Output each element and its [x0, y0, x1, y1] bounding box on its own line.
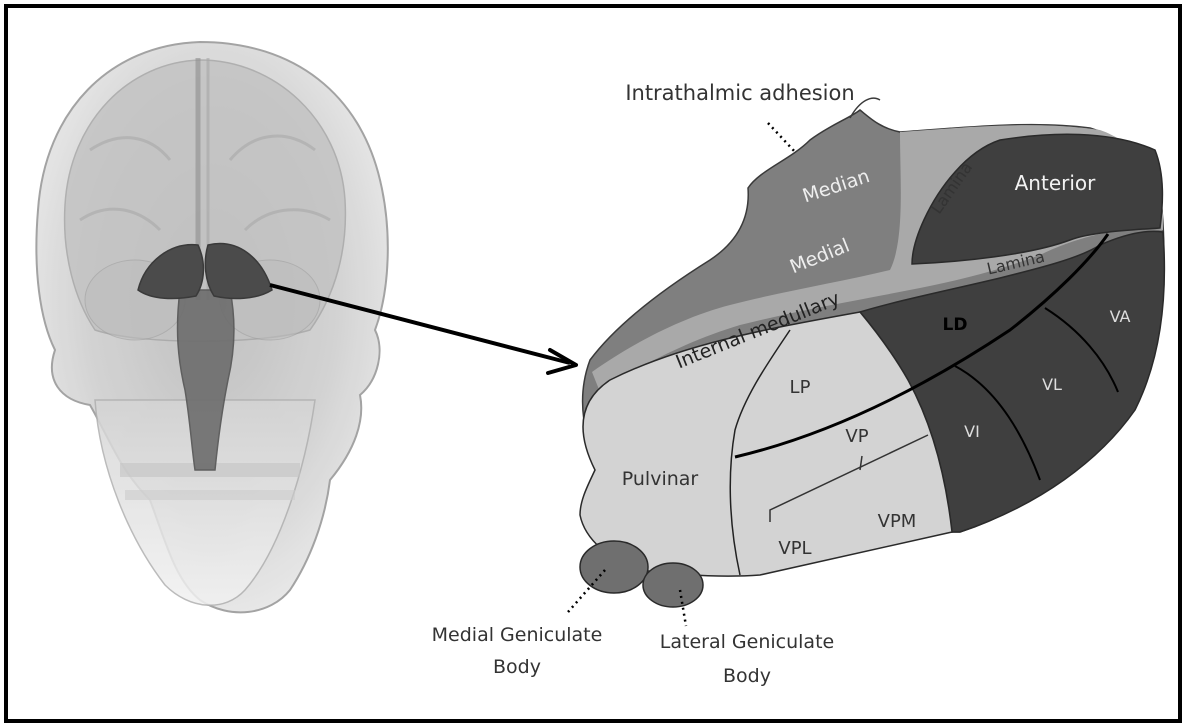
label-vl: VL [1042, 375, 1062, 394]
thalamus-diagram: Intrathalmic adhesion Median Medial Lami… [432, 81, 1165, 687]
label-vp: VP [845, 426, 868, 447]
lateral-geniculate-body [643, 563, 703, 607]
label-anterior: Anterior [1015, 171, 1097, 195]
label-va: VA [1110, 307, 1131, 326]
label-lateral-geniculate-line2: Body [723, 665, 771, 687]
label-lateral-geniculate-line1: Lateral Geniculate [660, 631, 834, 653]
label-pulvinar: Pulvinar [622, 468, 699, 490]
medial-geniculate-body [580, 541, 648, 593]
label-vi: VI [964, 422, 980, 441]
skull-illustration [36, 42, 387, 612]
label-ld: LD [943, 315, 968, 335]
label-medial-geniculate-line2: Body [493, 656, 541, 678]
label-vpm: VPM [878, 511, 917, 532]
label-lp: LP [790, 377, 811, 398]
label-intrathalamic-adhesion: Intrathalmic adhesion [625, 81, 854, 105]
adhesion-leader [768, 123, 796, 153]
label-medial-geniculate-line1: Medial Geniculate [432, 624, 603, 646]
label-vpl: VPL [778, 538, 811, 559]
